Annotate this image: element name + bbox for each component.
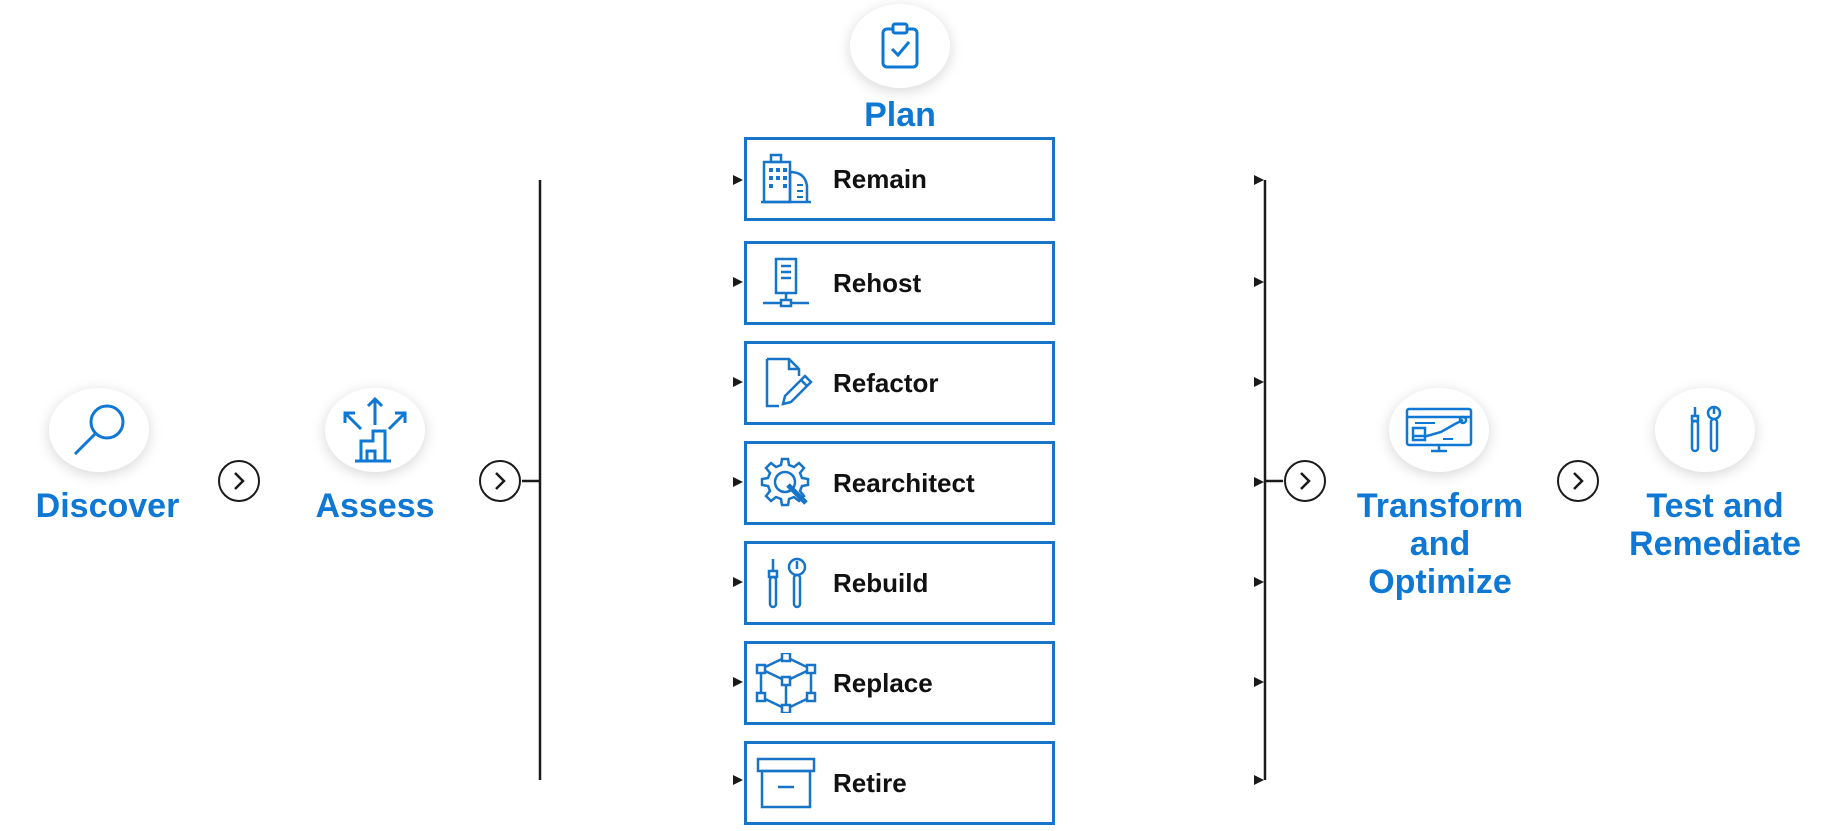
magnifier-icon [73, 404, 125, 456]
assess-circle [325, 388, 425, 472]
test-tools-icon [1690, 405, 1722, 453]
server-network-icon [763, 257, 809, 308]
clipboard-check-icon [881, 22, 919, 69]
option-label-refactor: Refactor [833, 367, 939, 398]
option-label-replace: Replace [833, 667, 933, 698]
tools-icon [767, 557, 807, 609]
option-label-rebuild: Rebuild [833, 567, 929, 598]
discover-label: Discover [35, 487, 180, 525]
option-box-rehost: Rehost [744, 241, 1055, 325]
option-label-remain: Remain [833, 163, 927, 194]
option-box-refactor: Refactor [744, 341, 1055, 425]
transform-circle [1389, 388, 1489, 472]
test-label-line-2: Remediate [1629, 525, 1801, 563]
option-label-rehost: Rehost [833, 267, 922, 298]
chevron-right-icon [218, 460, 260, 502]
transform-label-line-3: Optimize [1368, 563, 1512, 601]
dashboard-chart-icon [1405, 407, 1473, 453]
chevron-right-icon [479, 460, 521, 502]
chevron-right-icon [1557, 460, 1599, 502]
discover-circle [49, 388, 149, 472]
option-label-retire: Retire [833, 767, 907, 798]
plan-circle [850, 4, 950, 88]
plan-label: Plan [864, 96, 936, 134]
assess-label: Assess [315, 487, 435, 525]
option-box-rearchitect: Rearchitect [744, 441, 1055, 525]
test-circle [1655, 388, 1755, 472]
option-box-retire: Retire [744, 741, 1055, 825]
test-label: Test and Remediate [1615, 487, 1815, 563]
document-edit-icon [765, 357, 813, 408]
transform-label-line-1: Transform [1356, 487, 1524, 525]
gear-wrench-icon [760, 457, 810, 507]
option-label-rearchitect: Rearchitect [833, 467, 975, 498]
test-label-line-1: Test and [1646, 487, 1784, 525]
cube-icon [755, 653, 817, 713]
option-box-rebuild: Rebuild [744, 541, 1055, 625]
transform-label: Transform and Optimize [1345, 487, 1535, 601]
archive-box-icon [756, 757, 816, 809]
option-box-replace: Replace [744, 641, 1055, 725]
transform-label-line-2: and [1409, 525, 1471, 563]
assess-arrows-icon [343, 396, 407, 463]
option-box-remain: Remain [744, 137, 1055, 221]
buildings-icon [761, 153, 811, 204]
chevron-right-icon [1284, 460, 1326, 502]
